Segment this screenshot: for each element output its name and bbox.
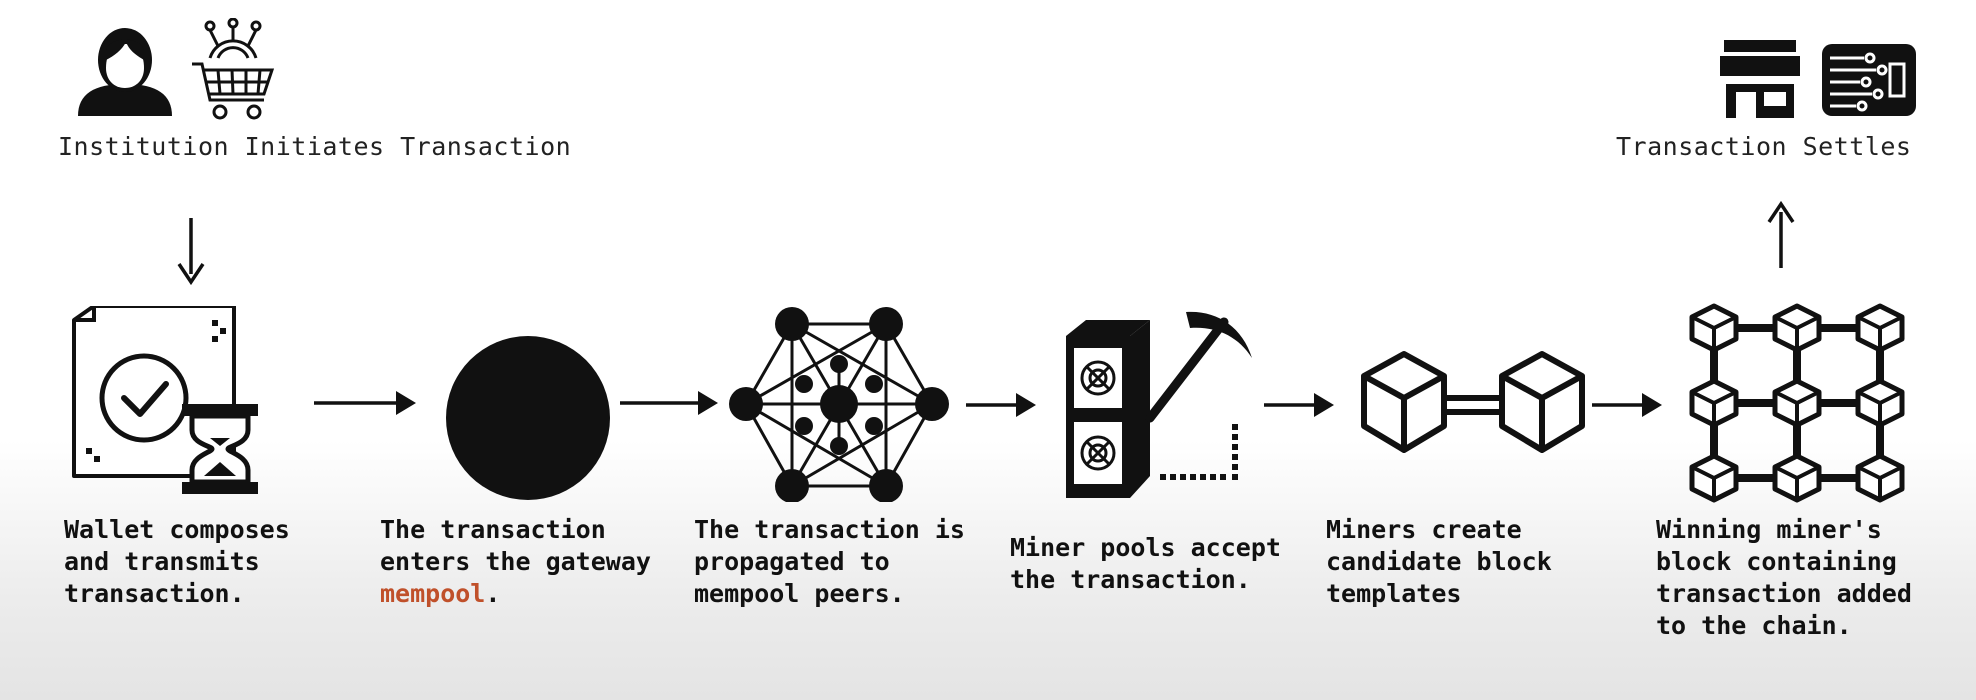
flow-arrow-3 [966,393,1036,417]
flow-arrow-1 [314,391,416,415]
flow-arrow-5 [1592,393,1662,417]
network-mesh-icon [726,306,956,502]
circuit-card-icon [1820,42,1918,118]
linked-blocks-icon [1360,350,1586,462]
chain-block-edge [1857,315,1903,350]
step-caption-6: Winning miner's block containing transac… [1656,515,1912,640]
flow-arrow-4 [1264,393,1334,417]
document-hourglass-icon [64,306,264,496]
chain-block-edge [1774,315,1820,350]
step-caption-2: The transaction enters the gateway mempo… [380,515,651,608]
up-arrow-icon [1767,200,1795,268]
step-caption-3: The transaction is propagated to mempool… [694,515,965,608]
flow-arrow-2 [620,391,718,415]
chain-block-edge [1691,390,1737,425]
start-label: Institution Initiates Transaction [58,132,572,161]
shopping-cart-icon [188,18,278,122]
mempool-highlight: mempool [380,579,486,608]
chain-block-edge [1691,315,1737,350]
end-label: Transaction Settles [1616,132,1912,161]
down-arrow-icon [177,218,205,286]
step-caption-5: Miners create candidate block templates [1326,515,1552,608]
chain-block-edge [1857,390,1903,425]
step-caption-4: Miner pools accept the transaction. [1010,533,1281,594]
chain-block-edge [1774,465,1820,500]
person-icon [70,26,180,118]
blockchain-grid-icon [1684,300,1910,506]
storefront-icon [1718,36,1802,118]
mining-rig-pickaxe-icon [1046,306,1256,502]
chain-block-edge [1691,465,1737,500]
chain-block-edge [1857,465,1903,500]
chain-block-edge [1774,390,1820,425]
step-caption-1: Wallet composes and transmits transactio… [64,515,290,608]
mempool-circle-icon [444,334,612,502]
